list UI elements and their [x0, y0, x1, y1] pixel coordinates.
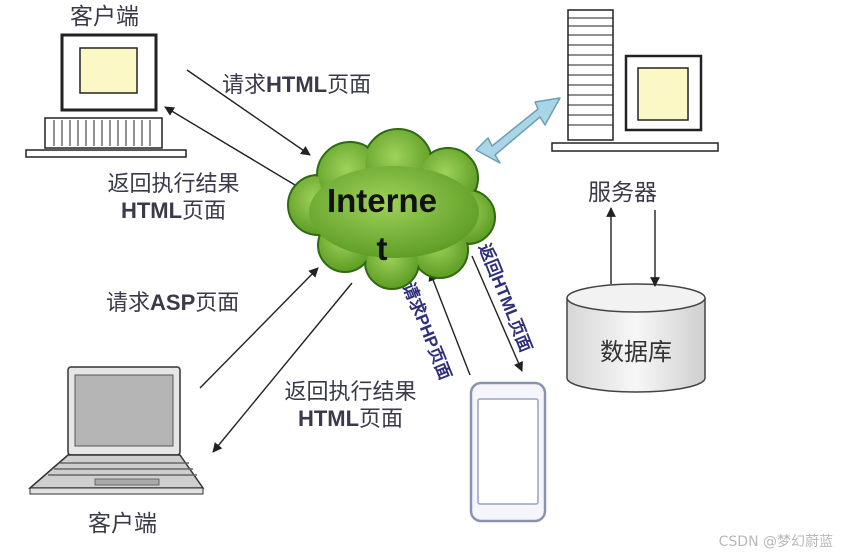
label-return-html-bottom-bold: HTML: [297, 406, 360, 431]
internet-label-line1: Interne: [327, 182, 437, 219]
label-return-html-top-bold: HTML: [120, 198, 183, 223]
client-desktop-icon: [25, 33, 187, 158]
label-request-html-suffix: 页面: [327, 73, 372, 98]
client-bottom-label: 客户端: [88, 511, 157, 537]
label-return-html-bottom-line1: 返回执行结果: [284, 380, 417, 405]
arrow-request-asp: [199, 267, 319, 389]
server-label: 服务器: [588, 180, 657, 206]
label-request-html-bold: HTML: [266, 72, 328, 97]
arrow-return-html-mobile: [471, 255, 523, 372]
label-return-html-bottom: 返回执行结果 HTML页面: [263, 380, 438, 433]
watermark: CSDN @梦幻蔚蓝: [718, 534, 833, 550]
label-return-html-top: 返回执行结果 HTML页面: [86, 172, 261, 225]
arrow-return-html-bottom: [212, 282, 353, 453]
label-request-asp: 请求ASP页面: [106, 290, 239, 317]
database-icon: [566, 283, 706, 393]
label-return-html-top-line2: HTML页面: [86, 198, 261, 225]
label-request-html: 请求HTML页面: [222, 72, 371, 99]
arrow-return-html: [164, 106, 296, 186]
arrow-request-php: [428, 271, 471, 376]
label-return-html-top-line1: 返回执行结果: [107, 172, 240, 197]
label-return-html-top-suffix: 页面: [182, 199, 227, 224]
database-label: 数据库: [600, 338, 672, 366]
client-top-label: 客户端: [70, 4, 139, 30]
mobile-phone-icon: [469, 381, 547, 523]
label-request-asp-suffix: 页面: [195, 291, 240, 316]
internet-cloud: Interne t: [287, 128, 496, 290]
arrow-request-html: [186, 69, 311, 156]
server-internet-double-arrow: [475, 97, 561, 164]
label-return-html-bottom-suffix: 页面: [359, 407, 404, 432]
label-request-asp-bold: ASP: [150, 290, 196, 315]
label-request-asp-prefix: 请求: [106, 291, 151, 316]
label-return-html-bottom-line2: HTML页面: [263, 406, 438, 433]
server-icon: [551, 9, 719, 152]
internet-label-line2: t: [377, 230, 388, 267]
label-request-html-prefix: 请求: [222, 73, 267, 98]
client-laptop-icon: [27, 366, 205, 495]
